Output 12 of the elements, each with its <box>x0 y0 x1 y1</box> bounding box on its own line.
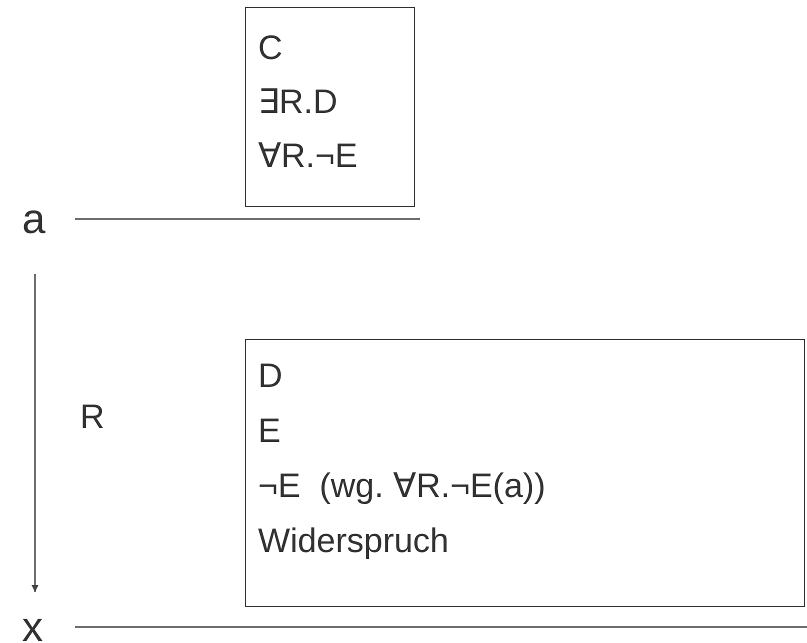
concept-text: ∃R.D <box>258 82 338 123</box>
concept-text: E <box>258 411 281 452</box>
arrow <box>32 274 38 592</box>
concept-box <box>245 339 805 607</box>
concept-box <box>245 7 415 207</box>
individual-name: a <box>22 198 46 240</box>
concept-text: ¬E (wg. ∀R.¬E(a)) <box>258 466 546 507</box>
individual-name: x <box>22 606 43 643</box>
concept-text: ∀R.¬E <box>258 136 358 177</box>
concept-text: Widerspruch <box>258 521 449 562</box>
concept-text: C <box>258 28 283 69</box>
concept-text: D <box>258 356 283 397</box>
